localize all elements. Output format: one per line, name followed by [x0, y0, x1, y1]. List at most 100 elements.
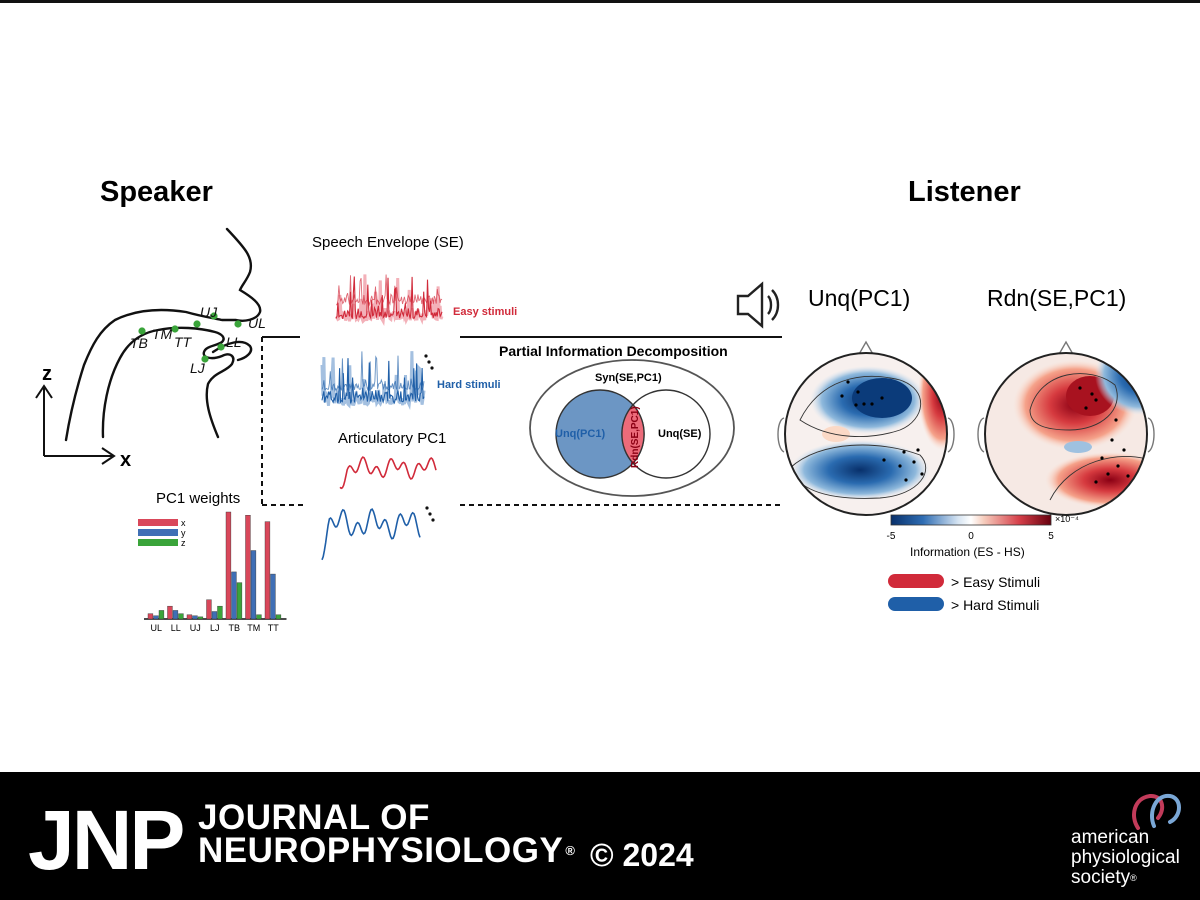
hard-envelope-trace [321, 358, 425, 404]
tick-label-tb: TB [228, 623, 240, 633]
axis-x-label: x [120, 449, 131, 471]
bar-tb-y [231, 571, 237, 620]
venn-rdn-label: Rdn(SE,PC1) [630, 406, 641, 468]
bar-uj-z [197, 616, 204, 620]
electrode-right-4 [1114, 418, 1118, 422]
electrode-right-6 [1122, 448, 1126, 452]
electrode-right-0 [1078, 386, 1082, 390]
electrode-right-11 [1094, 480, 1098, 484]
jnp-logo: JNP [28, 793, 185, 887]
bar-legend-swatch-z [138, 539, 178, 546]
bar-ul-z [158, 610, 165, 620]
electrode-right-5 [1110, 438, 1114, 442]
electrode-left-5 [840, 394, 844, 398]
pid-venn-diagram [529, 359, 735, 497]
electrode-left-7 [902, 450, 906, 454]
easy-stimuli-label: Easy stimuli [453, 306, 517, 318]
electrode-left-4 [880, 396, 884, 400]
bar-uj-y [192, 615, 198, 620]
aps-line1: american [1071, 827, 1150, 848]
topomap-right-title: Rdn(SE,PC1) [987, 285, 1126, 311]
venn-unq-pc1-label: Unq(PC1) [555, 428, 605, 440]
sensor-label-ul: UL [248, 315, 266, 331]
speech-envelope-label: Speech Envelope (SE) [312, 234, 464, 251]
electrode-left-10 [920, 472, 924, 476]
electrode-left-8 [912, 460, 916, 464]
colorbar-label: Information (ES - HS) [910, 545, 1025, 559]
bar-legend-label-x: x [181, 518, 186, 528]
electrode-left-2 [862, 402, 866, 406]
electrode-right-7 [1100, 456, 1104, 460]
journal-name-line1: JOURNAL OF [198, 798, 430, 837]
electrode-left-6 [854, 403, 858, 407]
electrode-right-8 [1116, 464, 1120, 468]
electrode-left-9 [898, 464, 902, 468]
bar-legend-label-y: y [181, 528, 186, 538]
topomap-rdn-se-pc1 [977, 340, 1155, 516]
legend-swatch-easy [888, 574, 944, 588]
articulatory-pc1-label: Articulatory PC1 [338, 430, 446, 447]
ellipsis-dots [424, 354, 435, 522]
electrode-left-1 [856, 390, 860, 394]
hard-pc1-trace [321, 508, 421, 561]
electrode-left-11 [904, 478, 908, 482]
sensor-dot-tb [138, 327, 146, 335]
electrode-left-3 [870, 402, 874, 406]
vocal-tract-drawing [64, 227, 262, 442]
pid-title: Partial Information Decomposition [499, 343, 728, 359]
easy-envelope-trace [335, 276, 443, 320]
bar-legend: xyz [138, 518, 186, 548]
bar-uj-x [186, 614, 193, 620]
bar-tm-z [256, 614, 262, 620]
chart-title: PC1 weights [156, 490, 240, 507]
sensor-dot-ul [234, 320, 242, 328]
legend-hard-label: > Hard Stimuli [951, 597, 1039, 613]
significant-electrodes [840, 380, 1130, 484]
electrode-right-9 [1106, 472, 1110, 476]
electrode-right-10 [1126, 474, 1130, 478]
bar-tt-z [275, 614, 282, 620]
sensor-label-uj: UJ [200, 304, 218, 320]
sensor-dot-lj [201, 355, 209, 363]
colorbar-tick-max: 5 [1048, 531, 1054, 542]
aps-line3: society [1071, 867, 1131, 888]
copyright: © 2024 [590, 837, 694, 873]
sensor-dot-ll [217, 343, 225, 351]
sensor-label-tb: TB [130, 335, 148, 351]
aps-line2: physiological [1071, 847, 1180, 868]
bar-legend-swatch-x [138, 519, 178, 526]
bar-ul-y [153, 615, 159, 620]
colorbar [890, 514, 1052, 526]
bar-ul-x [147, 613, 154, 620]
sensor-dot-uj [210, 312, 218, 320]
sensor-label-ll: LL [226, 334, 242, 350]
footer-bar [0, 772, 1200, 900]
figure-canvas: Speaker Listener z x UJ UL TB TM TT LL L… [35, 176, 1155, 633]
sensor-label-tm: TM [152, 326, 173, 342]
tick-label-ul: UL [150, 623, 162, 633]
sensor-dot-tm [171, 325, 179, 333]
sensor-label-lj: LJ [190, 360, 206, 376]
listener-title: Listener [908, 176, 1021, 208]
bar-tm-y [250, 550, 257, 620]
venn-syn-label: Syn(SE,PC1) [595, 372, 662, 384]
bar-lj-z [217, 605, 223, 620]
venn-unq-se-label: Unq(SE) [658, 428, 702, 440]
hard-stimuli-label: Hard stimuli [437, 379, 501, 391]
journal-name-line2: NEUROPHYSIOLOGY [198, 831, 564, 870]
axis-z-label: z [42, 363, 52, 385]
bar-ll-x [167, 605, 173, 620]
tick-label-tm: TM [247, 623, 260, 633]
tick-label-lj: LJ [210, 623, 220, 633]
topomap-unq-pc1 [777, 340, 955, 516]
bar-lj-x [206, 599, 212, 620]
journal-name: JOURNAL OF NEUROPHYSIOLOGY® [198, 798, 575, 870]
colorbar-tick-min: -5 [887, 531, 896, 542]
aps-wordmark: american physiological society® [1071, 828, 1180, 888]
tick-label-ll: LL [171, 623, 181, 633]
sensor-dot-tt [193, 320, 201, 328]
electrode-right-2 [1084, 406, 1088, 410]
bar-tb-z [236, 582, 243, 620]
electrode-right-3 [1094, 398, 1098, 402]
aps-logo-icon [1132, 793, 1181, 830]
